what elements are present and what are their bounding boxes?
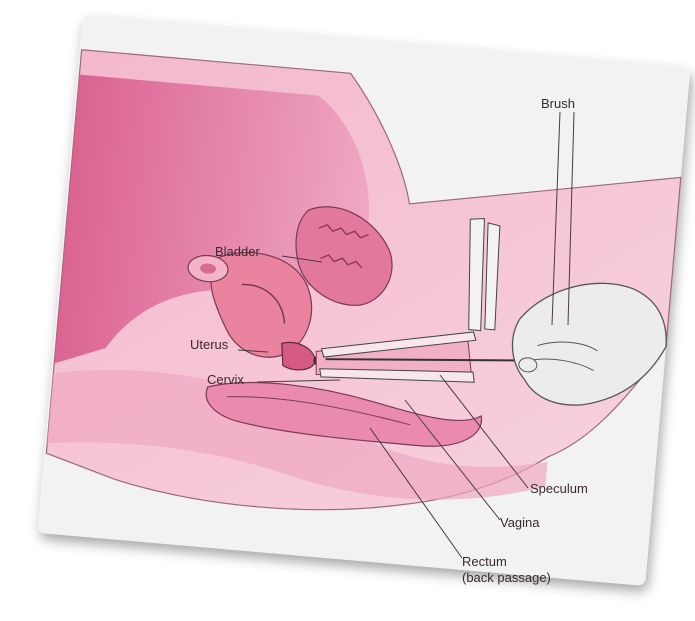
label-speculum: Speculum [530,481,588,496]
label-vagina: Vagina [500,515,540,530]
label-rectum: Rectum [462,554,507,569]
label-bladder: Bladder [215,244,260,259]
label-rectum-note: (back passage) [462,570,551,585]
label-cervix: Cervix [207,372,244,387]
card [37,15,690,586]
label-brush: Brush [541,96,575,111]
label-uterus: Uterus [190,337,229,352]
